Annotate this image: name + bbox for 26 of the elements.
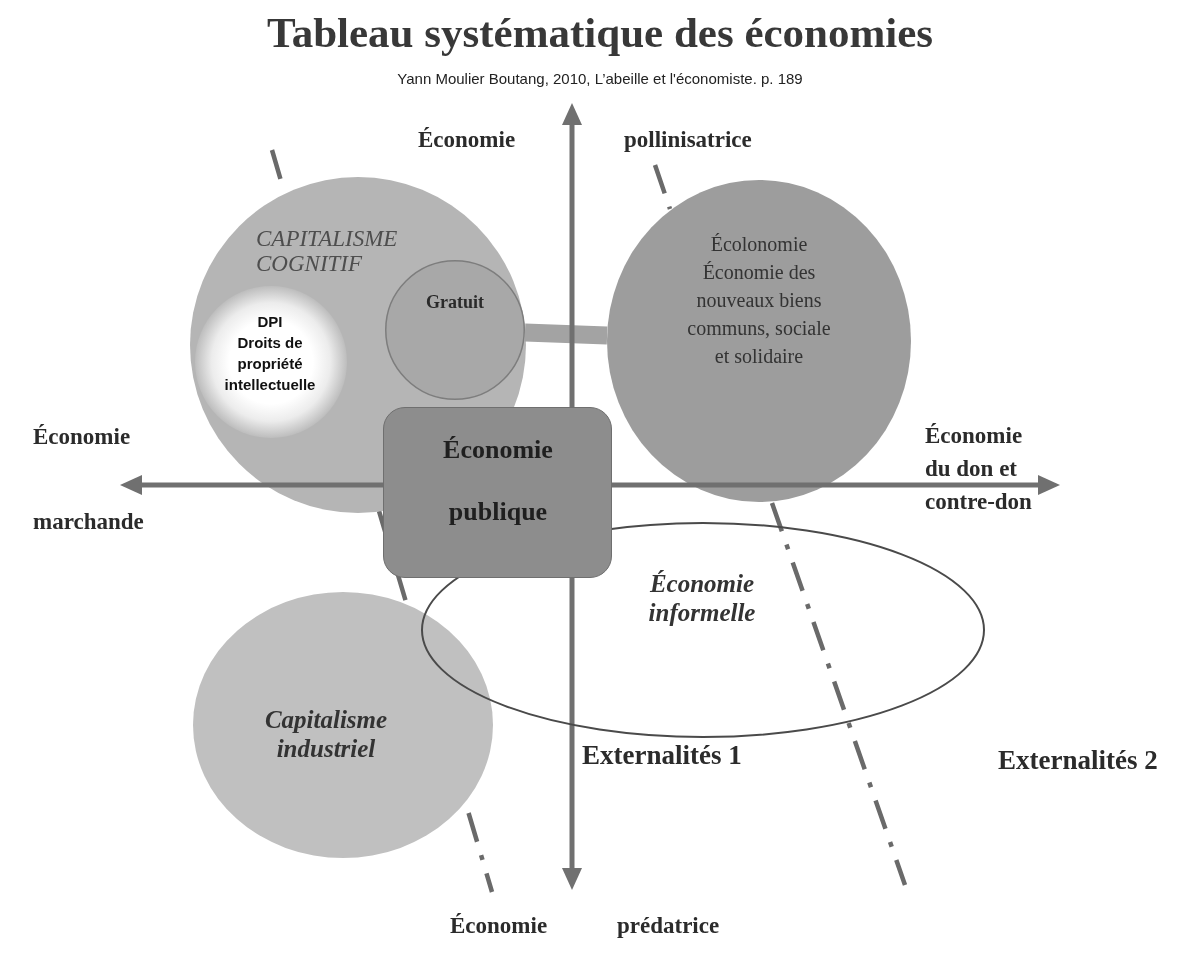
node-label: Droits de propriété intellectuelle [223, 333, 317, 395]
node-label: Économie publique [442, 434, 554, 528]
circle-node [193, 592, 493, 858]
zone-label: Externalités 2 [998, 745, 1158, 777]
node-label: CAPITALISME COGNITIF [256, 226, 399, 277]
axis-label: prédatrice [617, 913, 720, 940]
node-label: DPI [256, 312, 284, 332]
node-label: Capitalisme industriel [263, 706, 389, 764]
diagram-title: Tableau systématique des économies [266, 8, 934, 58]
source-caption: Yann Moulier Boutang, 2010, L’abeille et l'économiste. p. 189 [397, 70, 803, 88]
axis-label: pollinisatrice [624, 127, 752, 154]
node-label: Économie informelle [647, 570, 757, 628]
circle-node [607, 180, 911, 502]
connector-band [524, 323, 608, 345]
axis-label: Économie [418, 127, 516, 154]
zone-label: Externalités 1 [582, 740, 742, 772]
rounded-rect-node [383, 407, 612, 578]
axis-label: marchande [33, 509, 144, 536]
node-label: Économie des nouveaux biens communs, sociale et solidaire [686, 260, 832, 369]
axis-label: Économie du don et contre-don [925, 422, 1033, 516]
axis-label: Économie [33, 424, 131, 451]
node-label: Gratuit [425, 292, 485, 313]
circle-node [385, 260, 525, 400]
node-label: Écolonomie [709, 232, 809, 257]
glow-circle-node [195, 286, 347, 438]
axis-label: Économie [450, 913, 548, 940]
